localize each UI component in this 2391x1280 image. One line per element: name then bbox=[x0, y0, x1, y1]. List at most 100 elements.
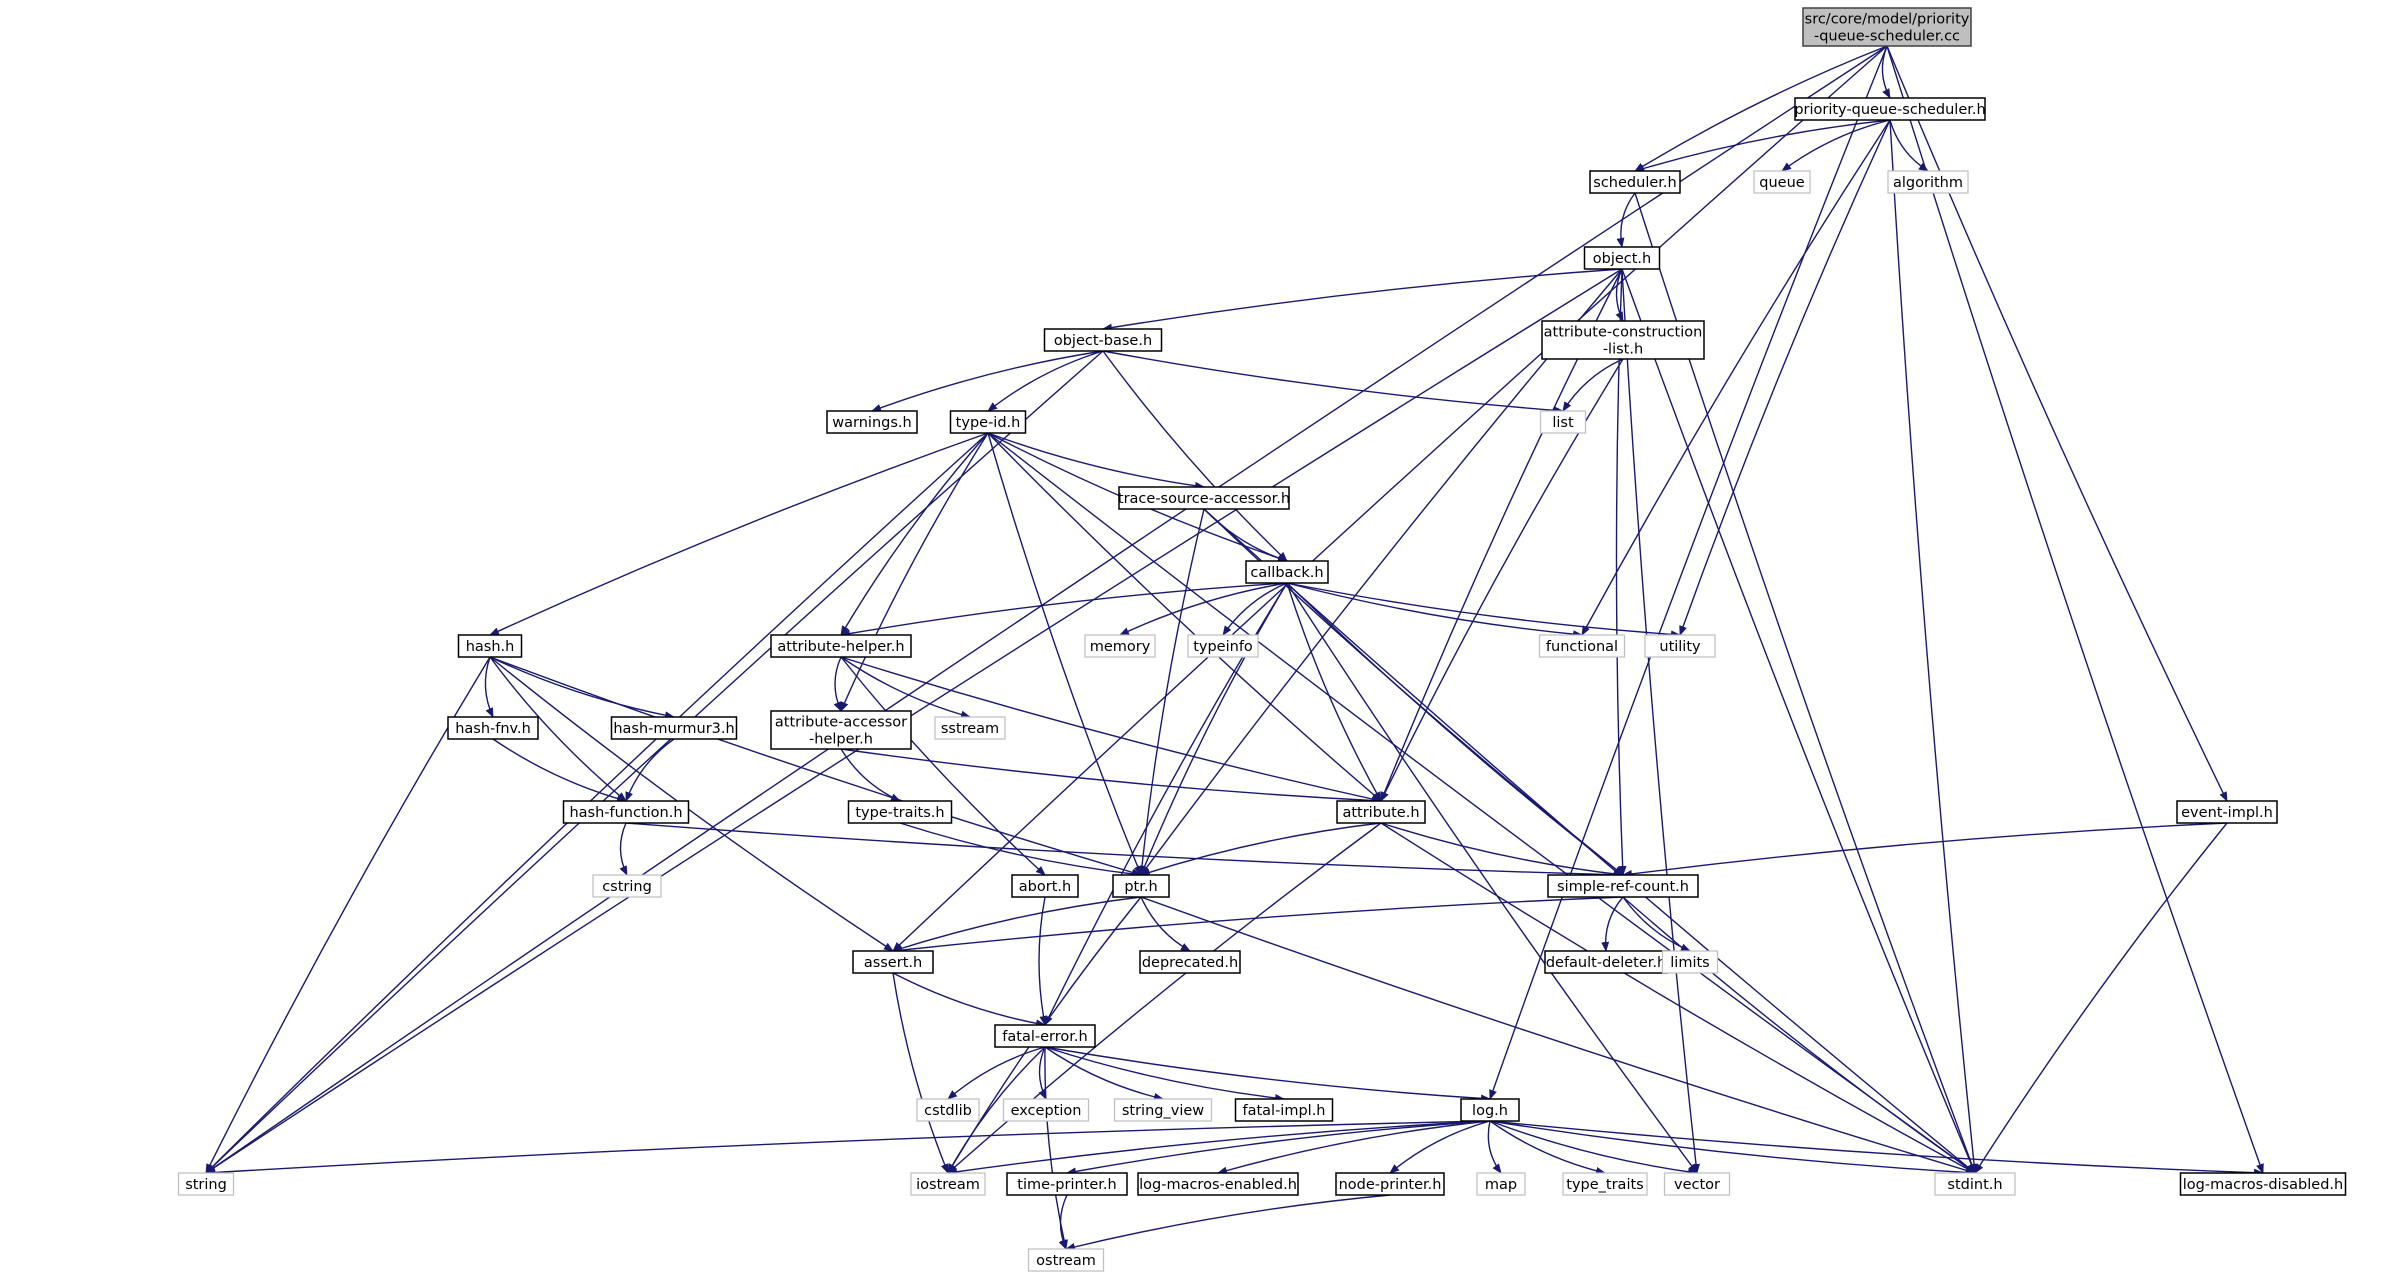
node-label-timeprinter: time-printer.h bbox=[1017, 1177, 1116, 1193]
edge-src-to-defdel bbox=[1601, 896, 1624, 952]
node-label-exception: exception bbox=[1011, 1103, 1082, 1119]
node-ptr[interactable]: ptr.h bbox=[1112, 874, 1170, 898]
edge-hash-to-hashfunc bbox=[489, 656, 627, 802]
node-label-functional: functional bbox=[1546, 639, 1618, 655]
edge-root-to-scheduler bbox=[1634, 45, 1888, 172]
edge-abort-to-fatalerror bbox=[1038, 896, 1048, 1026]
edge-hash-to-hashfnv bbox=[484, 656, 494, 718]
node-label-nodeprinter: node-printer.h bbox=[1339, 1177, 1442, 1193]
edge-typeid-to-attrhelper bbox=[840, 432, 989, 636]
node-deprecated[interactable]: deprecated.h bbox=[1139, 950, 1241, 974]
node-attrhelper[interactable]: attribute-helper.h bbox=[770, 634, 912, 658]
edge-eventimpl-to-src bbox=[1622, 822, 2228, 878]
node-murmur[interactable]: hash-murmur3.h bbox=[610, 716, 738, 740]
node-fatalerror[interactable]: fatal-error.h bbox=[994, 1024, 1096, 1048]
node-label-attrconstr: attribute-construction bbox=[1544, 325, 1703, 341]
node-label-pqs: priority-queue-scheduler.h bbox=[1794, 102, 1985, 118]
node-map: map bbox=[1476, 1172, 1526, 1196]
node-lmd[interactable]: log-macros-disabled.h bbox=[2179, 1172, 2347, 1196]
node-box-exception bbox=[1002, 1098, 1090, 1122]
node-attribute[interactable]: attribute.h bbox=[1336, 800, 1426, 824]
node-typetraits: type_traits bbox=[1562, 1172, 1648, 1196]
node-abort[interactable]: abort.h bbox=[1011, 874, 1079, 898]
node-box-log bbox=[1460, 1098, 1520, 1122]
node-string: string bbox=[177, 1172, 235, 1196]
node-label-typeinfo: typeinfo bbox=[1193, 639, 1253, 655]
node-root[interactable]: src/core/model/priority-queue-scheduler.… bbox=[1802, 7, 1972, 47]
node-tsa[interactable]: trace-source-accessor.h bbox=[1118, 486, 1290, 510]
node-scheduler[interactable]: scheduler.h bbox=[1589, 170, 1681, 194]
node-label-hash: hash.h bbox=[466, 639, 515, 655]
node-box-src bbox=[1547, 874, 1699, 898]
edge-callback-to-attrhelper bbox=[840, 582, 1288, 638]
edge-attribute-to-stdint bbox=[1380, 822, 1976, 1174]
node-box-objectbase bbox=[1043, 328, 1163, 352]
edge-nodeprinter-to-ostream bbox=[1065, 1194, 1391, 1251]
node-callback[interactable]: callback.h bbox=[1245, 560, 1329, 584]
node-accessor[interactable]: attribute-accessor-helper.h bbox=[770, 710, 912, 750]
node-label-ptr: ptr.h bbox=[1124, 879, 1157, 895]
node-object[interactable]: object.h bbox=[1583, 246, 1661, 270]
edge-objectbase-to-string bbox=[205, 350, 1104, 1174]
edge-callback-to-functional bbox=[1286, 582, 1583, 639]
node-box-vector bbox=[1663, 1172, 1731, 1196]
node-box-ptr bbox=[1112, 874, 1170, 898]
edge-ptr-to-stdint bbox=[1140, 896, 1976, 1175]
node-box-typetraitsh bbox=[847, 800, 953, 824]
node-timeprinter[interactable]: time-printer.h bbox=[1006, 1172, 1128, 1196]
edge-log-to-timeprinter bbox=[1066, 1120, 1491, 1176]
edge-murmur-to-hashfunc bbox=[625, 738, 675, 802]
node-box-hashfunc bbox=[562, 800, 690, 824]
node-label-utility: utility bbox=[1659, 639, 1701, 655]
edge-fatalerror-to-cstdlib bbox=[947, 1046, 1046, 1100]
node-warnings[interactable]: warnings.h bbox=[826, 410, 918, 434]
node-hashfunc[interactable]: hash-function.h bbox=[562, 800, 690, 824]
node-src[interactable]: simple-ref-count.h bbox=[1547, 874, 1699, 898]
edge-typeid-to-tsa bbox=[987, 432, 1205, 490]
edge-root-to-assert bbox=[892, 45, 1888, 952]
nodes-layer: src/core/model/priority-queue-scheduler.… bbox=[177, 7, 2347, 1272]
node-ostream: ostream bbox=[1027, 1248, 1105, 1272]
node-box-map bbox=[1476, 1172, 1526, 1196]
node-assert[interactable]: assert.h bbox=[852, 950, 934, 974]
node-label-queue: queue bbox=[1759, 175, 1805, 191]
node-box-root bbox=[1802, 7, 1972, 47]
edge-typeid-to-hash bbox=[489, 432, 989, 636]
edge-attrhelper-to-accessor bbox=[833, 656, 842, 712]
node-nodeprinter[interactable]: node-printer.h bbox=[1335, 1172, 1445, 1196]
edge-hash-to-murmur bbox=[489, 656, 675, 720]
node-lme[interactable]: log-macros-enabled.h bbox=[1137, 1172, 1299, 1196]
edge-fatalerror-to-ostream bbox=[1044, 1046, 1068, 1250]
edges-layer bbox=[205, 45, 2264, 1251]
node-log[interactable]: log.h bbox=[1460, 1098, 1520, 1122]
node-box-assert bbox=[852, 950, 934, 974]
node-typeid[interactable]: type-id.h bbox=[949, 410, 1027, 434]
node-objectbase[interactable]: object-base.h bbox=[1043, 328, 1163, 352]
node-box-limits bbox=[1661, 950, 1719, 974]
edge-log-to-iostream bbox=[947, 1120, 1491, 1176]
edge-attrhelper-to-sstream bbox=[840, 656, 971, 719]
edge-log-to-string bbox=[205, 1120, 1491, 1177]
edge-tsa-to-stdint bbox=[1203, 508, 1976, 1174]
node-hash[interactable]: hash.h bbox=[457, 634, 523, 658]
node-defdel[interactable]: default-deleter.h bbox=[1544, 950, 1668, 974]
node-box-eventimpl bbox=[2176, 800, 2278, 824]
node-label-algorithm: algorithm bbox=[1893, 175, 1963, 191]
node-label-cstring: cstring bbox=[602, 879, 652, 895]
edge-log-to-map bbox=[1487, 1120, 1502, 1174]
node-box-typeinfo bbox=[1187, 634, 1259, 658]
node-hashfnv[interactable]: hash-fnv.h bbox=[447, 716, 539, 740]
node-stringview: string_view bbox=[1113, 1098, 1213, 1122]
node-memory: memory bbox=[1084, 634, 1156, 658]
node-pqs[interactable]: priority-queue-scheduler.h bbox=[1794, 97, 1986, 121]
node-attrconstr[interactable]: attribute-construction-list.h bbox=[1541, 320, 1705, 360]
node-label-iostream: iostream bbox=[916, 1177, 980, 1193]
node-fatalimpl[interactable]: fatal-impl.h bbox=[1234, 1098, 1334, 1122]
node-box-scheduler bbox=[1589, 170, 1681, 194]
node-label-typeid: type-id.h bbox=[956, 415, 1021, 431]
edge-objectbase-to-warnings bbox=[871, 350, 1104, 412]
edge-callback-to-memory bbox=[1119, 582, 1288, 636]
node-typetraitsh[interactable]: type-traits.h bbox=[847, 800, 953, 824]
node-eventimpl[interactable]: event-impl.h bbox=[2176, 800, 2278, 824]
node-box-list bbox=[1539, 410, 1587, 434]
